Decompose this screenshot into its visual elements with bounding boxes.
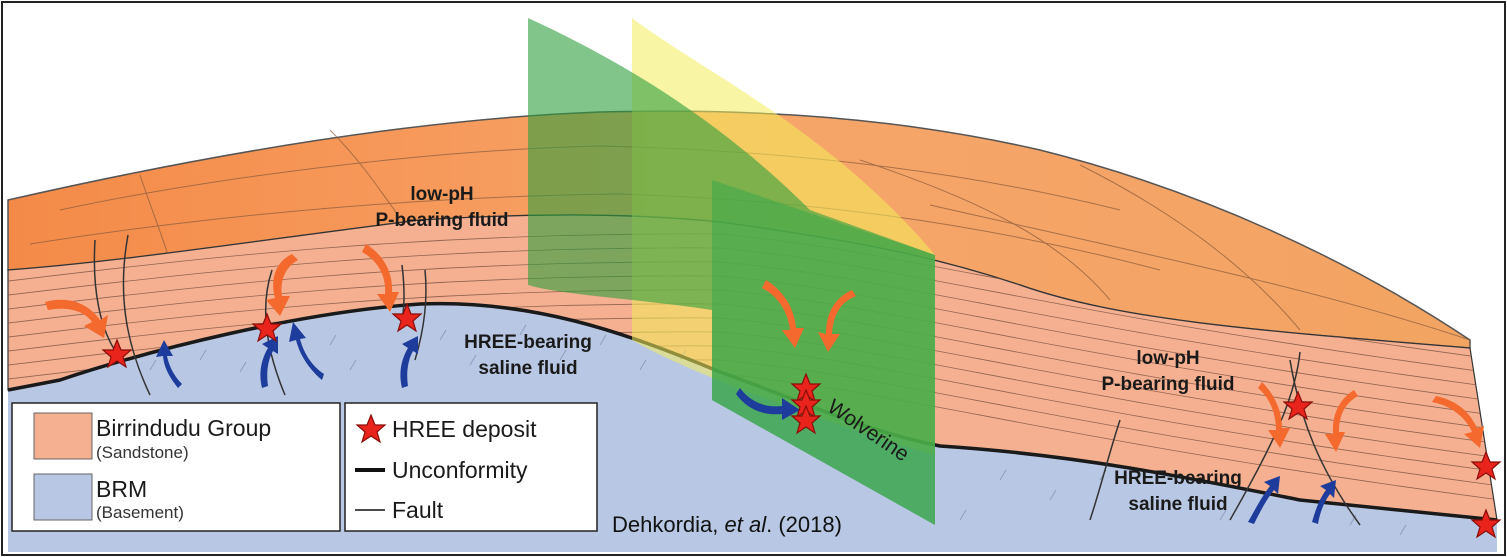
red-star-icon: [355, 413, 387, 444]
legend-symbols-box: [344, 402, 598, 532]
red-star-icon: [1470, 508, 1502, 539]
legend-unit-1-sub: (Sandstone): [96, 443, 189, 462]
blue-arrow-5: [736, 388, 800, 420]
fluid-label-right-3: HREE-bearing: [1114, 468, 1242, 489]
blue-arrow-6: [1248, 476, 1280, 524]
legend-unit-2-name: BRM: [96, 476, 147, 502]
blue-arrow-2: [260, 336, 278, 388]
blue-arrow-7: [1312, 480, 1336, 524]
red-star-icon: [391, 302, 423, 333]
citation-etal: et al: [725, 512, 768, 537]
legend-unit-1-name: Birrindudu Group: [96, 415, 271, 441]
orange-arrow-5: [818, 290, 856, 352]
orange-arrow-2: [266, 254, 298, 316]
red-star-icon: [1470, 450, 1502, 481]
citation-authors: Dehkordia,: [612, 512, 725, 537]
fluid-label-mid-2: saline fluid: [478, 358, 577, 379]
fluid-label-right-1: low-pH: [1136, 348, 1199, 369]
red-star-icon: [1282, 390, 1314, 421]
orange-arrow-4: [762, 280, 804, 348]
blue-fluid-arrows: [156, 322, 1336, 524]
fluid-label-top-2: P-bearing fluid: [376, 210, 509, 231]
basement-texture: [149, 324, 1407, 536]
orange-fluid-arrows: [45, 244, 1484, 452]
sandstone-swatch: [33, 412, 93, 460]
legend-symbol-2: Unconformity: [392, 457, 528, 483]
blue-arrow-3: [289, 322, 324, 380]
red-star-icon: [790, 404, 822, 435]
citation-year: . (2018): [766, 512, 842, 537]
blue-arrow-1: [156, 340, 182, 388]
orange-arrow-8: [1432, 396, 1484, 448]
citation: Dehkordia, et al. (2018): [612, 512, 842, 537]
orange-arrow-6: [1258, 382, 1290, 448]
fluid-label-mid-1: HREE-bearing: [464, 332, 592, 353]
legend-symbol-1: HREE deposit: [392, 416, 537, 442]
red-star-icon: [251, 312, 283, 343]
legend-symbol-3: Fault: [392, 497, 444, 523]
orange-arrow-7: [1325, 390, 1358, 452]
red-star-icon: [101, 338, 133, 369]
orange-arrow-3: [362, 244, 399, 312]
basement-swatch: [33, 473, 93, 521]
orange-arrow-1: [45, 299, 108, 338]
blue-arrow-4: [400, 336, 418, 388]
fluid-label-top-1: low-pH: [410, 184, 473, 205]
green-section-plane-front: [712, 180, 935, 525]
fluid-label-right-4: saline fluid: [1128, 494, 1227, 515]
hree-deposit-stars: [101, 302, 1502, 539]
legend-unit-2-sub: (Basement): [96, 503, 184, 522]
fluid-label-right-2: P-bearing fluid: [1102, 374, 1235, 395]
